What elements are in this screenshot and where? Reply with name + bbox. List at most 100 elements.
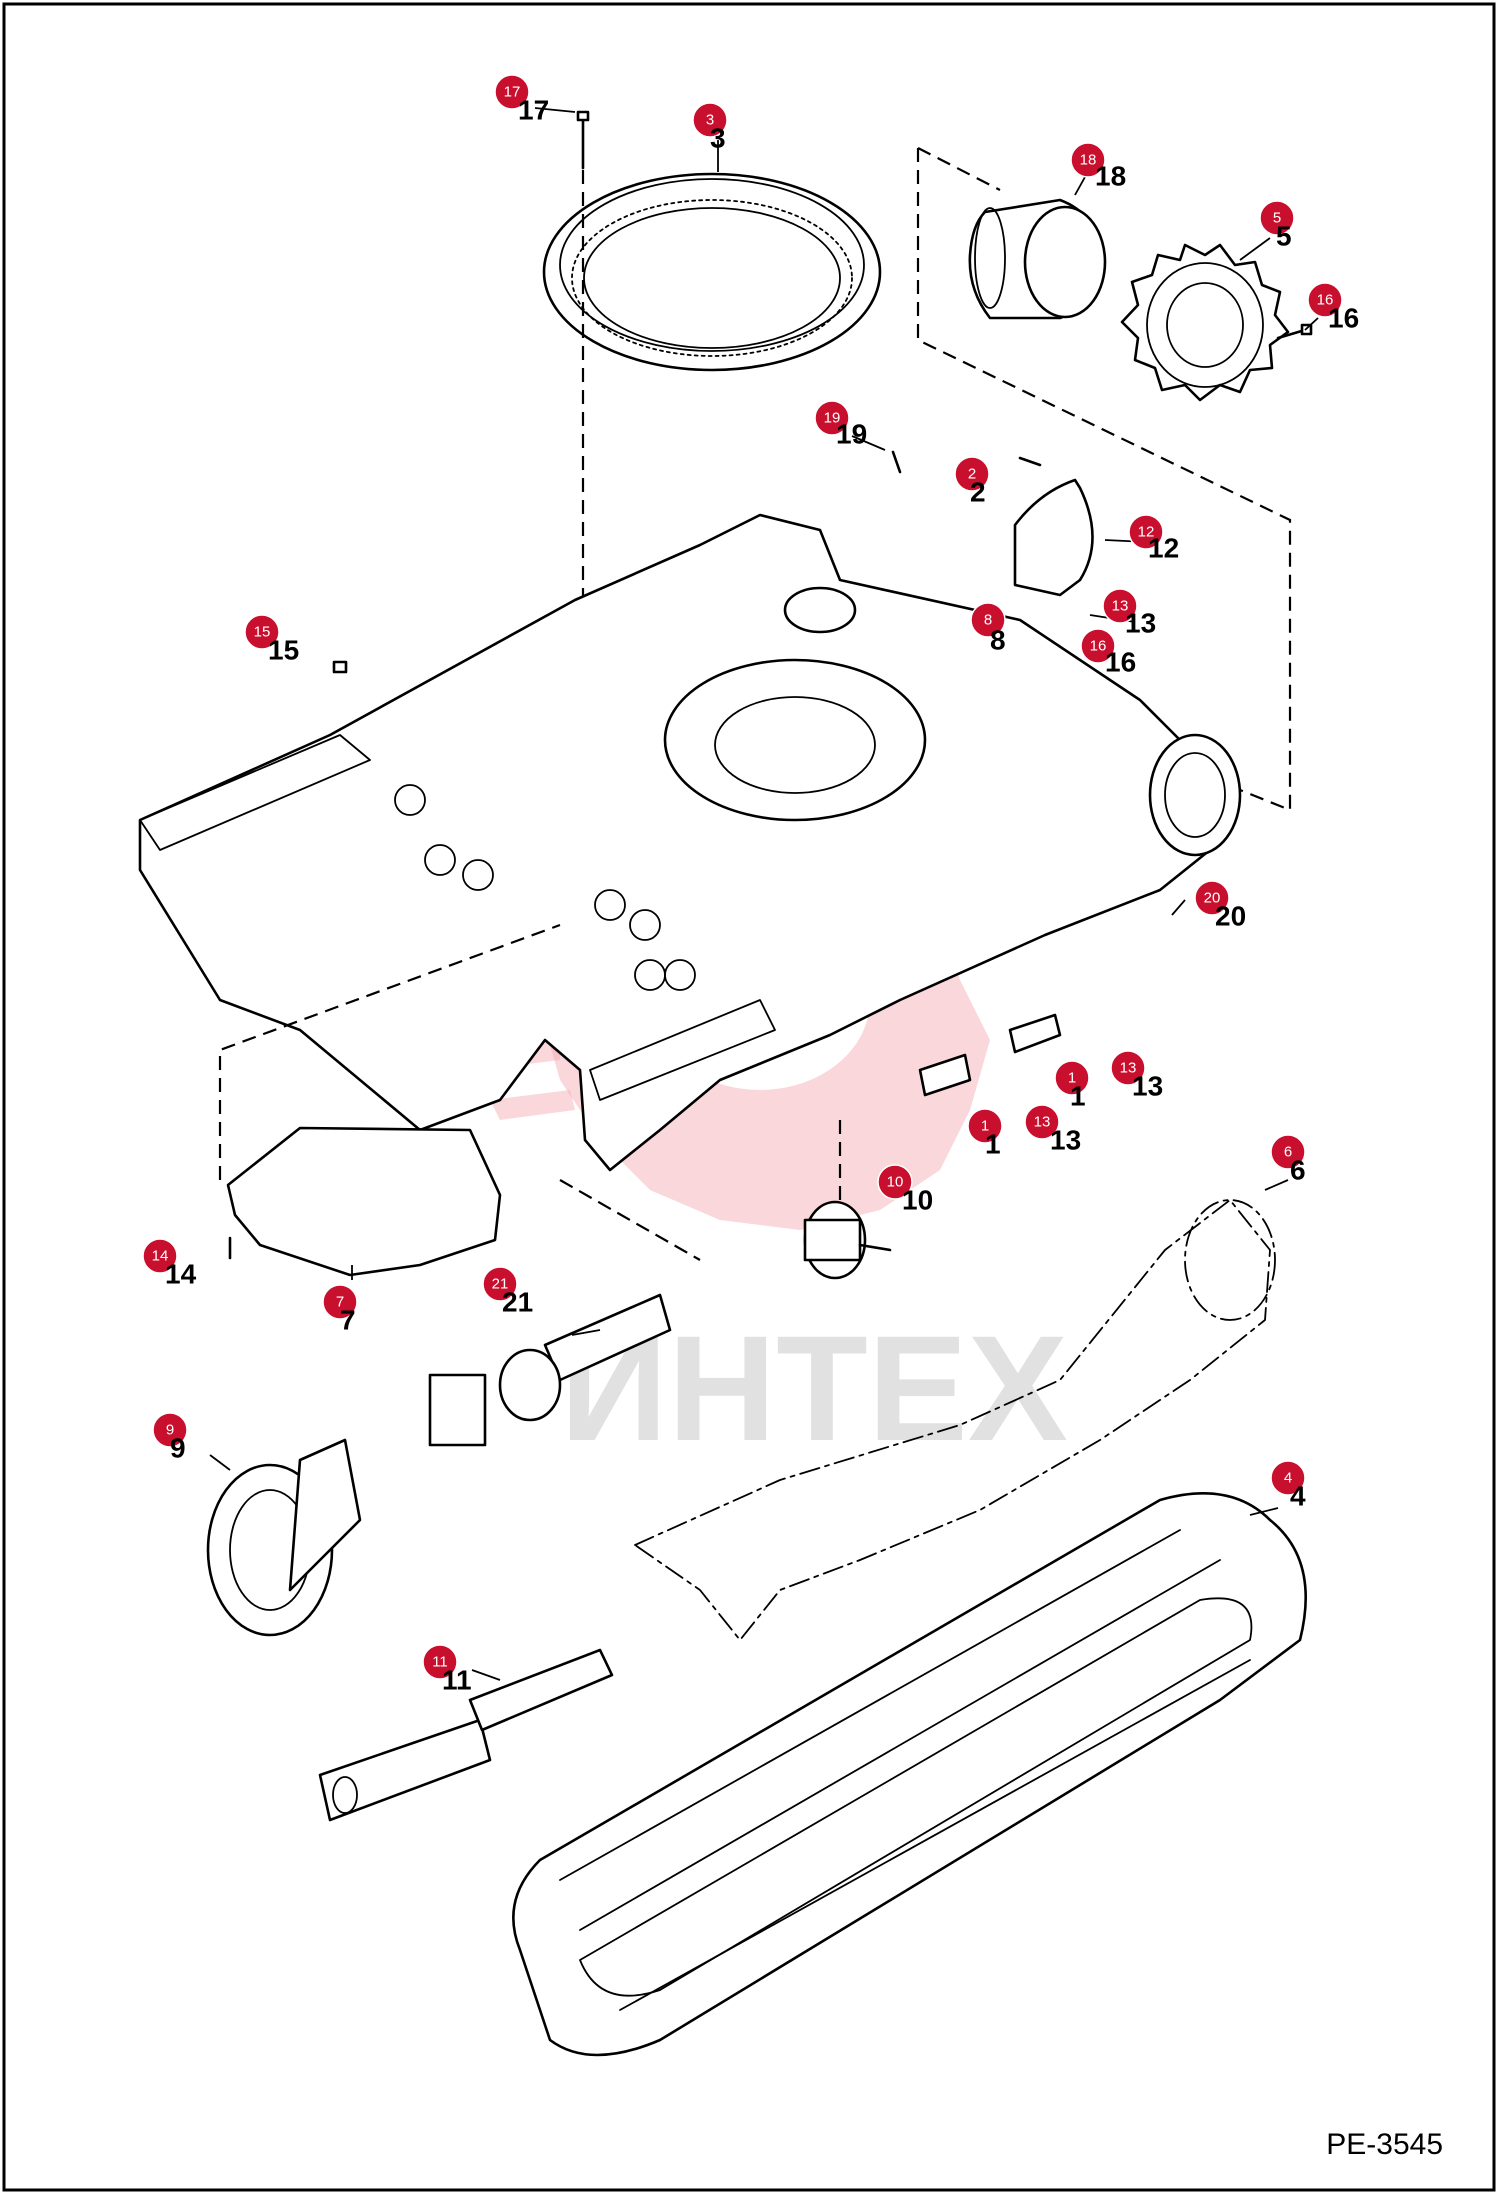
svg-text:19: 19 [824,410,841,427]
leader-lines [209,107,1319,1681]
callout-14: 14 14 [142,1238,197,1290]
svg-text:1: 1 [985,1129,1001,1160]
svg-text:7: 7 [340,1305,356,1336]
svg-text:12: 12 [1138,524,1155,541]
drawing-number: PE-3545 [1326,2128,1443,2161]
callout-2: 2 2 [954,456,990,508]
svg-text:10: 10 [887,1174,904,1191]
svg-text:16: 16 [1328,303,1359,334]
svg-text:5: 5 [1273,210,1281,227]
svg-text:19: 19 [836,419,867,450]
svg-text:13: 13 [1125,608,1156,639]
svg-text:21: 21 [502,1287,533,1318]
svg-text:1: 1 [1070,1081,1086,1112]
svg-text:11: 11 [432,1654,448,1671]
part-2-screw [1018,456,1042,467]
svg-text:10: 10 [902,1185,933,1216]
part-1-plate-upper [1008,1013,1062,1054]
callout-15: 15 15 [244,614,299,666]
svg-text:9: 9 [170,1433,186,1464]
part-11-spring-adjuster [318,1648,614,1822]
svg-text:15: 15 [268,635,299,666]
callout-4: 4 4 [1270,1460,1306,1512]
callout-20: 20 20 [1194,880,1246,932]
svg-text:8: 8 [990,625,1006,656]
callout-8: 8 8 [970,602,1006,656]
svg-text:16: 16 [1090,638,1107,655]
part-9-idler [206,1438,362,1637]
callout-12: 12 12 [1128,514,1179,564]
callout-17: 17 17 [494,74,549,126]
svg-text:12: 12 [1148,533,1179,564]
callout-21: 21 21 [482,1266,533,1318]
assembly-line-motor-top [917,147,1001,191]
svg-text:16: 16 [1317,292,1334,309]
svg-text:3: 3 [706,112,714,129]
svg-text:21: 21 [492,1276,509,1293]
part-1-plate-lower [918,1053,972,1097]
svg-text:3: 3 [710,123,726,154]
svg-text:16: 16 [1105,647,1136,678]
svg-text:14: 14 [152,1248,169,1265]
svg-text:15: 15 [254,624,271,641]
callout-19: 19 19 [814,400,867,450]
svg-text:13: 13 [1034,1114,1051,1131]
svg-text:14: 14 [165,1259,197,1290]
svg-text:9: 9 [166,1422,174,1439]
part-17-bolt [576,110,590,170]
assembly-line-guard [559,1179,701,1261]
callout-7: 7 7 [322,1284,358,1336]
svg-text:13: 13 [1050,1125,1081,1156]
part-12-cover-plate [1013,478,1094,597]
part-21-tensioner [428,1293,672,1447]
callout-10: 10 10 [877,1164,933,1216]
part-7-belly-guard [226,1126,502,1277]
svg-text:20: 20 [1204,890,1221,907]
svg-text:20: 20 [1215,901,1246,932]
part-15-nut [332,660,348,674]
callout-1-lower: 1 1 [967,1108,1003,1160]
callout-9: 9 9 [152,1412,188,1464]
callout-6: 6 6 [1270,1134,1306,1186]
svg-text:18: 18 [1080,152,1097,169]
callout-13-mid: 13 13 [1110,1050,1163,1102]
callout-16-lower: 16 16 [1080,628,1136,678]
svg-text:11: 11 [442,1665,472,1696]
assembly-line-motor [916,148,1292,812]
svg-text:4: 4 [1284,1470,1292,1487]
part-4-rubber-track [512,1492,1307,2057]
svg-text:1: 1 [1068,1070,1076,1087]
svg-text:1: 1 [981,1118,989,1135]
callout-13-upper: 13 13 [1102,588,1156,639]
svg-text:7: 7 [336,1294,344,1311]
part-3-swing-bearing [542,172,882,372]
part-6-track-frame-outline [634,1199,1276,1641]
callout-16-upper: 16 16 [1307,282,1359,334]
svg-text:13: 13 [1120,1060,1137,1077]
svg-text:13: 13 [1112,598,1129,615]
callout-1-upper: 1 1 [1054,1060,1090,1112]
svg-text:4: 4 [1290,1481,1306,1512]
part-19-screw [891,450,902,474]
svg-text:6: 6 [1284,1144,1292,1161]
svg-text:18: 18 [1095,161,1126,192]
svg-text:6: 6 [1290,1155,1306,1186]
svg-text:13: 13 [1132,1071,1163,1102]
svg-text:2: 2 [968,466,976,483]
callout-5: 5 5 [1259,200,1295,252]
part-5-sprocket [1120,243,1290,402]
callout-13-lower: 13 13 [1024,1104,1081,1156]
part-18-travel-motor [968,198,1107,320]
svg-text:2: 2 [970,477,986,508]
svg-text:17: 17 [504,84,521,101]
svg-text:17: 17 [518,95,549,126]
svg-text:5: 5 [1276,221,1292,252]
part-20-track-frame [138,513,1242,1172]
callout-18: 18 18 [1070,142,1126,192]
part-10-track-roller [803,1200,892,1280]
svg-text:8: 8 [984,612,992,629]
callout-11: 11 11 [422,1644,472,1696]
callout-3: 3 3 [692,102,728,154]
